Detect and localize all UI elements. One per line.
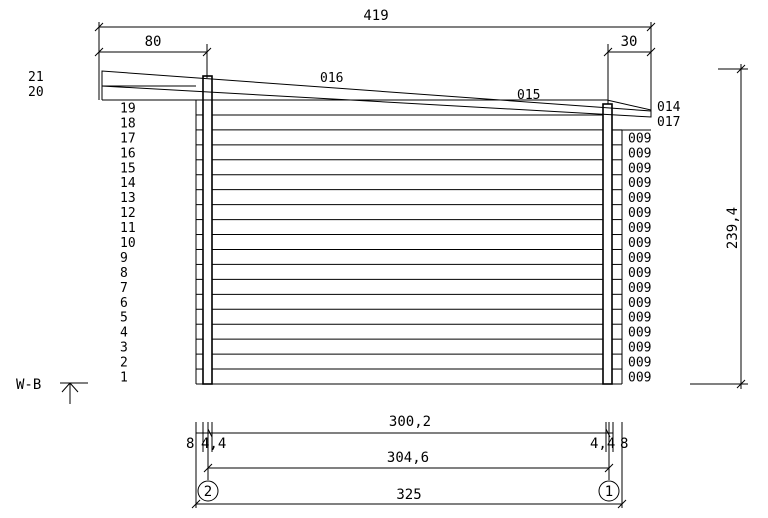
dim-300-2-label: 300,2 [389, 414, 431, 430]
right-log-code-label: 009 [628, 206, 651, 221]
right-log-code-label: 009 [628, 371, 651, 386]
corner-post-left [202, 75, 213, 385]
dimension-overhang-right: 30 [603, 34, 656, 104]
dim-left-8-label: 8 [186, 436, 194, 452]
right-log-code-label: 009 [628, 296, 651, 311]
corner-post-right [602, 103, 613, 385]
roof: 016 015 [101, 70, 652, 118]
axis-marker-1 [598, 480, 620, 502]
dimension-height-right: 239,4 [690, 64, 748, 389]
dimension-overall-top: 419 [94, 8, 656, 112]
part-016-label: 016 [320, 71, 343, 86]
part-017-label: 017 [657, 115, 680, 130]
right-log-code-label: 009 [628, 131, 651, 146]
axis-marker-1-label: 1 [605, 484, 613, 500]
right-log-code-label: 009 [628, 311, 651, 326]
part-014-label: 014 [657, 100, 681, 115]
right-log-code-label: 009 [628, 281, 651, 296]
axis-marker-2-label: 2 [204, 484, 212, 500]
axis-marker-2 [197, 480, 219, 502]
row-number-label: 12 [120, 206, 136, 221]
right-log-code-label: 009 [628, 251, 651, 266]
dim-30-label: 30 [621, 34, 638, 50]
part-015-label: 015 [517, 88, 540, 103]
row-number-label: 11 [120, 221, 136, 236]
row-number-label: 15 [120, 161, 136, 176]
bottom-dimensions: 300,2 8 4,4 4,4 8 304,6 325 2 1 [186, 414, 628, 509]
row-number-label: 19 [120, 101, 136, 116]
row-number-label: 7 [120, 281, 128, 296]
row-number-label: 18 [120, 116, 136, 131]
row-number-label: 4 [120, 326, 128, 341]
dim-right-8-label: 8 [620, 436, 628, 452]
dim-304-6-label: 304,6 [387, 450, 429, 466]
right-log-code-label: 009 [628, 266, 651, 281]
row-number-label: 6 [120, 296, 128, 311]
dim-239-4-label: 239,4 [725, 207, 741, 249]
dim-325-label: 325 [396, 487, 421, 503]
dim-right-4-4-label: 4,4 [590, 436, 615, 452]
log-wall: 1 009 2 009 3 009 4 009 5 009 6 009 7 009 8 009 9 009 10 00… [120, 75, 651, 386]
row-number-label: 14 [120, 176, 136, 191]
row-number-label: 17 [120, 131, 136, 146]
right-log-code-label: 009 [628, 176, 651, 191]
right-log-code-label: 009 [628, 326, 651, 341]
dim-left-4-4-label: 4,4 [201, 436, 226, 452]
roof-number-20: 20 [28, 85, 44, 100]
dim-80-label: 80 [145, 34, 162, 50]
right-log-code-label: 009 [628, 236, 651, 251]
section-marker: W-B [16, 377, 88, 404]
right-log-code-label: 009 [628, 356, 651, 371]
row-number-label: 3 [120, 341, 128, 356]
row-number-label: 2 [120, 356, 128, 371]
row-number-label: 1 [120, 371, 128, 386]
row-number-label: 10 [120, 236, 136, 251]
right-log-code-label: 009 [628, 161, 651, 176]
right-log-code-label: 009 [628, 146, 651, 161]
section-marker-label: W-B [16, 377, 41, 393]
dimension-overhang-left: 80 [94, 34, 212, 78]
right-log-code-label: 009 [628, 341, 651, 356]
row-number-label: 9 [120, 251, 128, 266]
right-log-code-label: 009 [628, 221, 651, 236]
row-number-label: 8 [120, 266, 128, 281]
row-number-label: 5 [120, 311, 128, 326]
right-log-code-label: 009 [628, 191, 651, 206]
row-number-label: 13 [120, 191, 136, 206]
dim-419-label: 419 [363, 8, 388, 24]
row-number-label: 16 [120, 146, 136, 161]
roof-number-21: 21 [28, 70, 44, 85]
